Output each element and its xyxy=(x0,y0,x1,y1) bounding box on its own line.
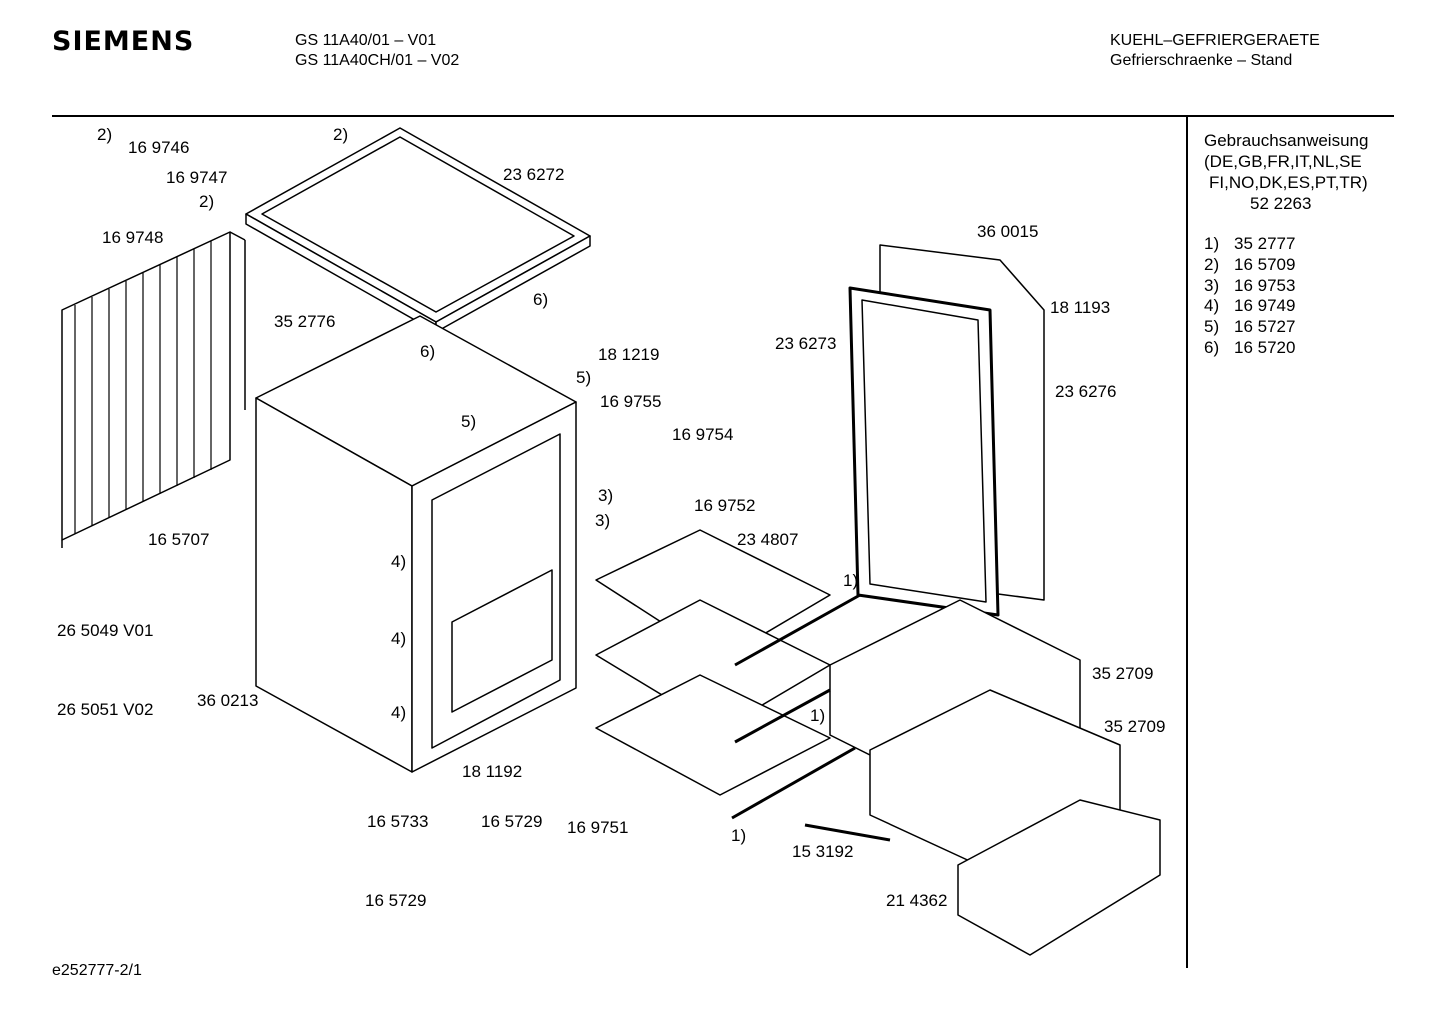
part-label: 18 1219 xyxy=(598,345,660,364)
callout-marker: 5) xyxy=(576,368,592,387)
callout-marker: 6) xyxy=(533,290,549,309)
condenser-coil-shape xyxy=(61,231,246,548)
manual-info: Gebrauchsanweisung (DE,GB,FR,IT,NL,SE FI… xyxy=(1204,130,1368,214)
callout-marker: 4) xyxy=(391,703,407,722)
part-label: 16 9754 xyxy=(672,425,734,444)
part-label: 16 5733 xyxy=(367,812,429,831)
legend-item: 2)16 5709 xyxy=(1204,254,1296,274)
part-label: 21 4362 xyxy=(886,891,948,910)
part-label: 36 0213 xyxy=(197,691,259,710)
part-label: 16 5729 xyxy=(481,812,543,831)
legend-item: 6)16 5720 xyxy=(1204,337,1296,357)
part-label: 35 2776 xyxy=(274,312,336,331)
part-label: 36 0015 xyxy=(977,222,1039,241)
part-label: 23 6272 xyxy=(503,165,565,184)
part-label: 15 3192 xyxy=(792,842,854,861)
part-label: 23 4807 xyxy=(737,530,799,549)
part-label: 16 9747 xyxy=(166,168,228,187)
legend-item: 5)16 5727 xyxy=(1204,317,1296,337)
callout-marker: 1) xyxy=(731,826,747,845)
callout-marker: 1) xyxy=(843,571,859,590)
legend-item: 3)16 9753 xyxy=(1204,275,1296,295)
drawer-shapes xyxy=(829,599,1161,956)
header-rule xyxy=(52,115,1394,117)
part-label: 16 5707 xyxy=(148,530,210,549)
part-label: 16 5729 xyxy=(365,891,427,910)
category-line-2: Gefrierschraenke – Stand xyxy=(1110,52,1293,69)
callout-marker: 2) xyxy=(97,125,113,144)
part-label: 35 2709 xyxy=(1092,664,1154,683)
part-label: 35 2709 xyxy=(1104,717,1166,736)
callout-legend: 1)35 2777 2)16 5709 3)16 9753 4)16 9749 … xyxy=(1204,234,1295,359)
manual-part-number: 52 2263 xyxy=(1250,194,1312,213)
part-label: 26 5051 V02 xyxy=(57,700,154,719)
category: KUEHL–GEFRIERGERAETE Gefrierschraenke – … xyxy=(1110,31,1320,71)
evaporator-shelf-shapes xyxy=(595,529,831,796)
part-label: 16 9748 xyxy=(102,228,164,247)
part-label: 16 9751 xyxy=(567,818,629,837)
brand-logo: SIEMENS xyxy=(52,26,195,57)
part-label: 18 1193 xyxy=(1050,298,1111,317)
exploded-view-drawing xyxy=(61,127,1161,956)
top-cover-shape xyxy=(245,127,591,333)
model-line-2: GS 11A40CH/01 – V02 xyxy=(295,52,460,69)
manual-title: Gebrauchsanweisung xyxy=(1204,131,1369,150)
callout-marker: 3) xyxy=(598,486,614,505)
part-label: 16 9746 xyxy=(128,138,190,157)
callout-marker: 4) xyxy=(391,552,407,571)
model-line-1: GS 11A40/01 – V01 xyxy=(295,32,437,49)
category-line-1: KUEHL–GEFRIERGERAETE xyxy=(1110,32,1320,49)
manual-langs-1: (DE,GB,FR,IT,NL,SE xyxy=(1204,152,1362,171)
model-numbers: GS 11A40/01 – V01 GS 11A40CH/01 – V02 xyxy=(295,31,459,71)
part-label: 16 9755 xyxy=(600,392,662,411)
part-label: 18 1192 xyxy=(462,762,523,781)
sidebar-divider xyxy=(1186,117,1188,968)
part-label: 23 6276 xyxy=(1055,382,1117,401)
callout-marker: 5) xyxy=(461,412,477,431)
callout-marker: 6) xyxy=(420,342,436,361)
drawing-code: e252777-2/1 xyxy=(52,962,142,979)
rod-shapes xyxy=(731,593,891,842)
callout-marker: 1) xyxy=(810,706,826,725)
part-label: 26 5049 V01 xyxy=(57,621,154,640)
callout-marker: 2) xyxy=(333,125,349,144)
callout-marker: 2) xyxy=(199,192,215,211)
callout-marker: 3) xyxy=(595,511,611,530)
part-label: 16 9752 xyxy=(694,496,756,515)
part-label: 23 6273 xyxy=(775,334,837,353)
legend-item: 4)16 9749 xyxy=(1204,296,1296,316)
manual-langs-2: FI,NO,DK,ES,PT,TR) xyxy=(1209,173,1368,192)
cabinet-body-shape xyxy=(255,315,577,773)
door-frame-shape xyxy=(848,244,1045,617)
callout-marker: 4) xyxy=(391,629,407,648)
legend-item: 1)35 2777 xyxy=(1204,234,1296,253)
